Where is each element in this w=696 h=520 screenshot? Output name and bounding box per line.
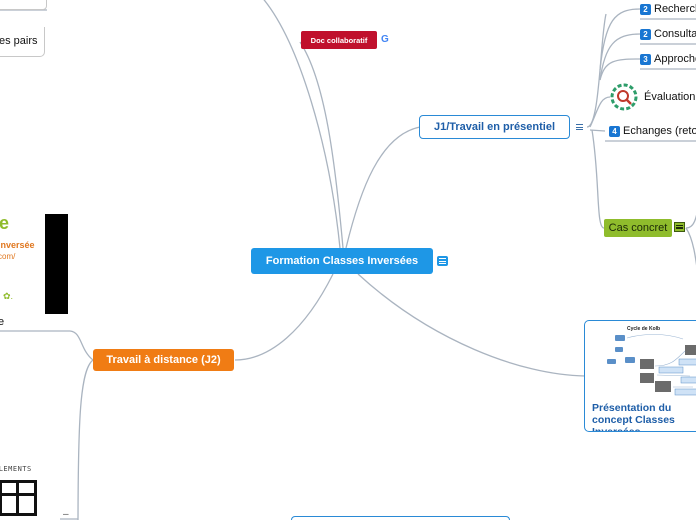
j1-child-evaluation[interactable]: Évaluation [610,83,695,111]
presentation-title: Présentation du concept Classes Inversée… [592,402,675,432]
sketch-bar [16,480,19,516]
google-icon[interactable]: G [381,34,389,45]
note-icon[interactable] [674,222,685,232]
connector-central-doc [299,41,344,249]
partial-node-label[interactable]: e [0,316,5,328]
node-label: Consultation [654,28,696,40]
connector-j1-consult [599,33,641,81]
connector-j1-approche [599,58,641,81]
partial-node-box[interactable] [0,0,47,10]
node-label: Approche [654,53,696,65]
connector-j1-evaluation [589,96,611,128]
j1-child-echanges[interactable]: 4 Echanges (retours) [609,125,696,137]
priority-2-icon: 2 [640,28,651,40]
priority-3-icon: 3 [640,53,651,65]
doc-collaboratif-node[interactable]: Doc collaboratif [301,31,377,49]
connector-central-j1 [345,126,421,249]
connector-cas-right [685,214,696,229]
connector-j2-spine [77,359,94,520]
note-icon[interactable] [574,122,585,132]
connector-central-top [263,0,341,249]
partial-bottom-node[interactable] [291,516,510,520]
priority-2-icon: 2 [640,3,651,15]
connector-central-j2 [234,273,334,361]
collapse-icon[interactable]: – [63,509,69,520]
j1-child-consultation[interactable]: 2 Consultation [640,28,696,40]
note-icon[interactable] [437,256,448,266]
partial-node-border [0,27,45,57]
image-text-line1: inversée [0,240,35,250]
image-letter: e [0,214,10,233]
image-caption: ELEMENTS [0,465,32,473]
thumbnail-title: Cycle de Kolb [627,326,660,332]
j1-child-approche[interactable]: 3 Approche [640,53,696,65]
evaluation-search-icon [610,83,638,111]
connector-j1-recherche [599,8,641,71]
image-text-line2: com/ [0,252,16,261]
j1-child-recherche[interactable]: 2 Recherche [640,3,696,15]
cas-concret-node[interactable]: Cas concret [604,219,672,237]
kolb-cycle-thumbnail: Cycle de Kolb [607,326,696,396]
connector-central-presentation [357,273,586,377]
j1-presentiel-node[interactable]: J1/Travail en présentiel [419,115,570,139]
connector-j1-cas [591,129,605,229]
connector-cas-down [685,227,696,266]
connector-j2-up [0,330,94,361]
node-label: Echanges (retours) [623,125,696,137]
priority-4-icon: 4 [609,125,620,137]
node-label: Recherche [654,3,696,15]
presentation-concept-node[interactable]: Cycle de Kolb [584,320,696,432]
classe-inversee-image[interactable]: e inversée com/ ✿. [0,214,68,314]
elements-sketch-image[interactable]: ELEMENTS [0,462,54,520]
node-label: Évaluation [644,91,696,103]
j2-distance-node[interactable]: Travail à distance (J2) [93,349,234,371]
image-dark-strip [45,214,68,314]
image-sparkle-icon: ✿. [3,291,14,301]
central-topic-node[interactable]: Formation Classes Inversées [251,248,433,274]
partial-node-pairs[interactable]: es pairs [0,35,38,47]
